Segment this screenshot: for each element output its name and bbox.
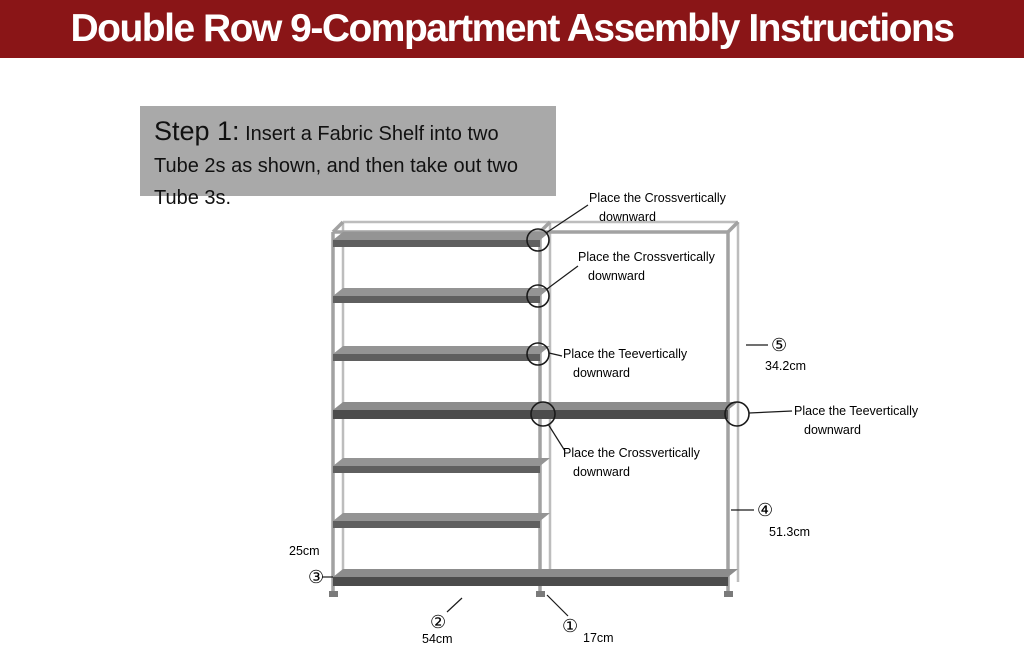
callout-tee-right: Place the Teevertically downward bbox=[794, 402, 918, 440]
callout-text: downward bbox=[573, 366, 630, 380]
shelf-top bbox=[333, 346, 550, 354]
measure-value-1: 17cm bbox=[583, 631, 614, 645]
shelf-top bbox=[333, 288, 550, 296]
step-label: Step 1: bbox=[154, 116, 240, 146]
joint-marker-tee-right bbox=[724, 401, 750, 427]
shelf-top bbox=[333, 402, 738, 410]
shelf-top bbox=[333, 458, 550, 466]
fabric-shelves-left bbox=[333, 232, 550, 528]
measure-value-2: 54cm bbox=[422, 632, 453, 646]
callout-tee-middle: Place the Teevertically downward bbox=[563, 345, 687, 383]
step-instruction-box: Step 1: Insert a Fabric Shelf into two T… bbox=[140, 106, 556, 209]
joint-markers bbox=[526, 228, 750, 427]
callout-text: Place the Crossvertically bbox=[578, 250, 715, 264]
joint-marker-cross-second bbox=[526, 284, 550, 308]
callout-cross-top: Place the Crossvertically downward bbox=[589, 189, 726, 227]
measure-marker-1: ① bbox=[562, 616, 579, 636]
callout-text: Place the Teevertically bbox=[794, 404, 919, 418]
callout-cross-second: Place the Crossvertically downward bbox=[578, 248, 715, 286]
shelf-top bbox=[333, 569, 738, 577]
joint-marker-cross-lower bbox=[530, 401, 556, 427]
shelf-front bbox=[333, 577, 728, 586]
shelf-front bbox=[333, 240, 540, 247]
leader-lines bbox=[322, 204, 793, 617]
callout-text: Place the Crossvertically bbox=[589, 191, 726, 205]
callout-text: downward bbox=[573, 465, 630, 479]
shelf-top bbox=[333, 513, 550, 521]
shelf-front bbox=[333, 466, 540, 473]
callout-text: downward bbox=[804, 423, 861, 437]
measure-marker-3: ③ bbox=[308, 567, 325, 587]
header-banner: Double Row 9-Compartment Assembly Instru… bbox=[0, 0, 1024, 58]
callout-text: Place the Crossvertically bbox=[563, 446, 700, 460]
joint-marker-cross-top bbox=[526, 228, 550, 252]
measure-value-4: 51.3cm bbox=[769, 525, 810, 539]
measure-marker-5: ⑤ bbox=[771, 335, 788, 355]
joint-marker-tee-middle bbox=[526, 342, 550, 366]
step-text: Insert a Fabric Shelf into two Tube 2s a… bbox=[154, 123, 518, 209]
callout-cross-lower: Place the Crossvertically downward bbox=[563, 444, 700, 482]
measure-marker-2: ② bbox=[430, 612, 447, 632]
rack-feet bbox=[329, 591, 733, 597]
callout-text: downward bbox=[599, 210, 656, 224]
measure-value-5: 34.2cm bbox=[765, 359, 806, 373]
measure-value-3: 25cm bbox=[289, 544, 320, 558]
shelf-top bbox=[333, 232, 550, 240]
shelf-front bbox=[333, 296, 540, 303]
callout-text: downward bbox=[588, 269, 645, 283]
shelf-front bbox=[333, 354, 540, 361]
page-title: Double Row 9-Compartment Assembly Instru… bbox=[70, 7, 955, 50]
shelf-front bbox=[333, 521, 540, 528]
callout-text: Place the Teevertically bbox=[563, 347, 688, 361]
fabric-shelves-full bbox=[333, 402, 738, 586]
measure-marker-4: ④ bbox=[757, 500, 774, 520]
